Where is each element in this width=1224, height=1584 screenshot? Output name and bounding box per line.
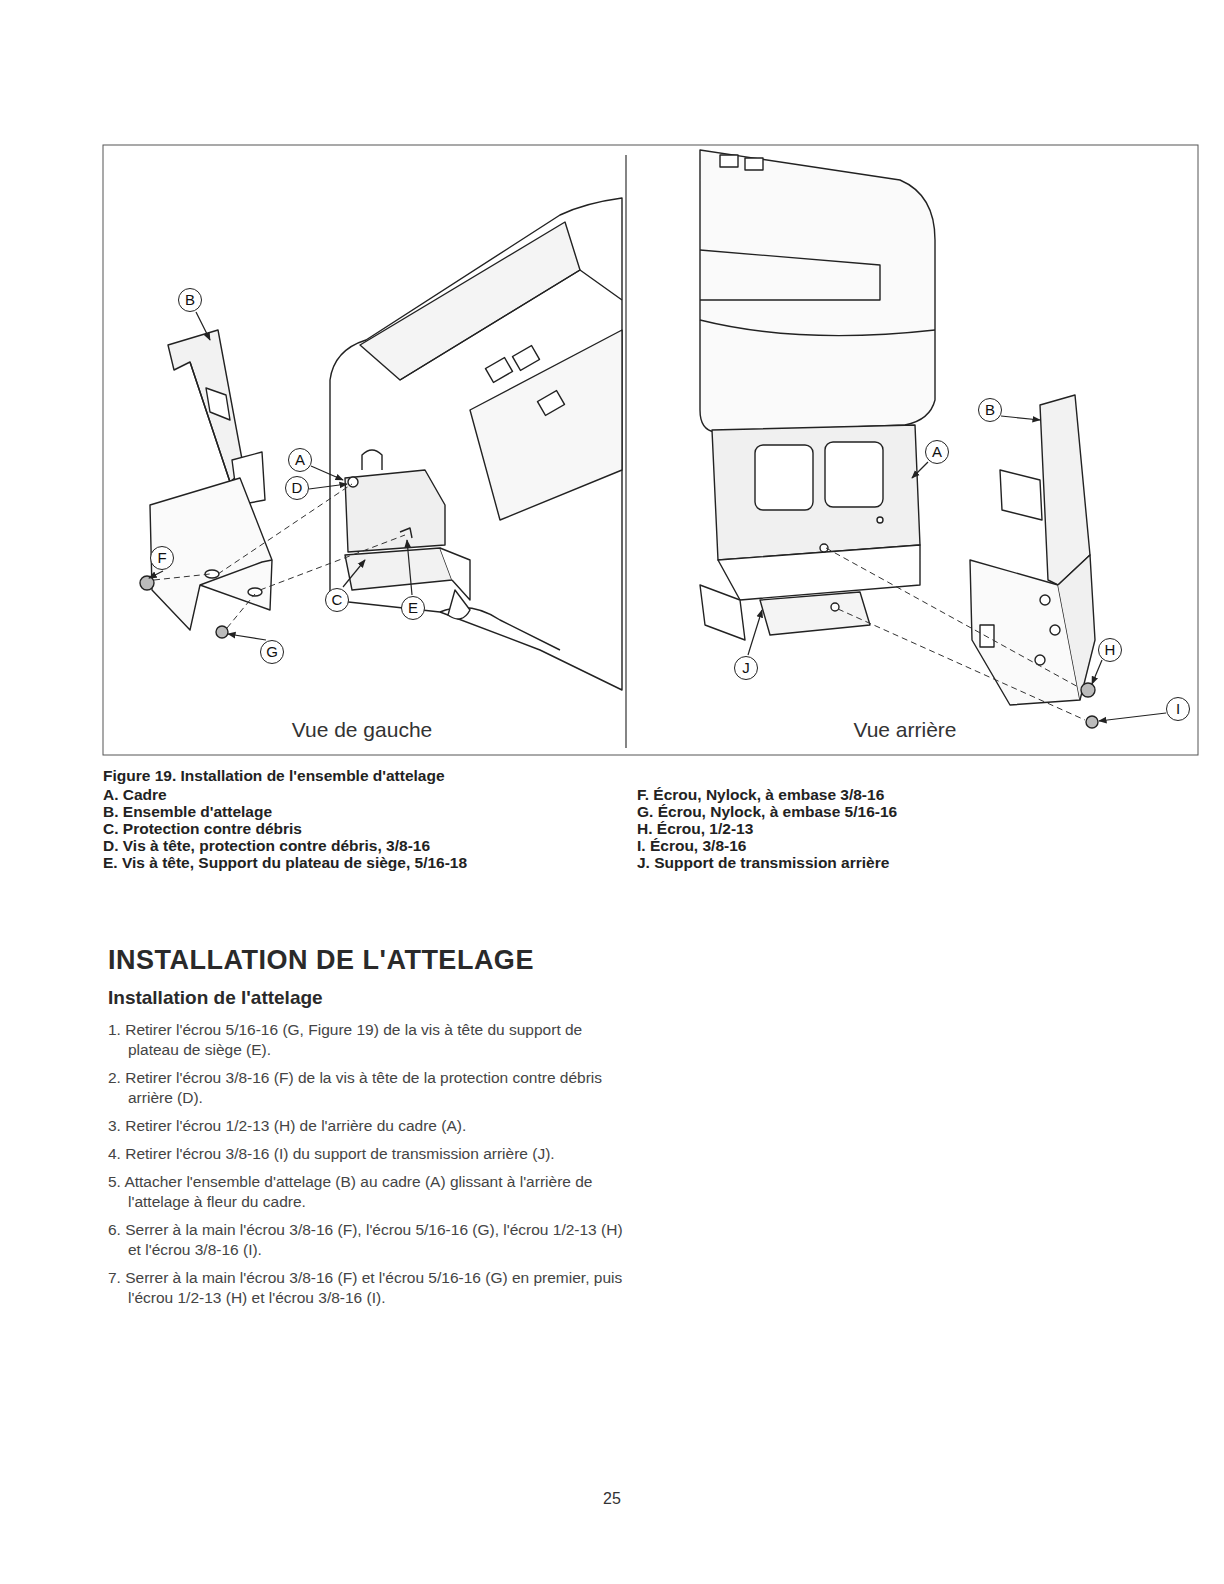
instruction-step: 1. Retirer l'écrou 5/16-16 (G, Figure 19… xyxy=(108,1020,628,1060)
figure-caption: Figure 19. Installation de l'ensemble d'… xyxy=(103,767,445,784)
instruction-step: 6. Serrer à la main l'écrou 3/8-16 (F), … xyxy=(108,1220,628,1260)
legend-item: F. Écrou, Nylock, à embase 3/8-16 xyxy=(637,786,884,803)
section-heading: INSTALLATION DE L'ATTELAGE xyxy=(108,945,534,976)
page-number: 25 xyxy=(603,1490,621,1508)
callout-letter: A xyxy=(288,448,312,472)
instruction-step: 3. Retirer l'écrou 1/2-13 (H) de l'arriè… xyxy=(108,1116,628,1136)
instruction-step: 7. Serrer à la main l'écrou 3/8-16 (F) e… xyxy=(108,1268,628,1308)
legend-item: H. Écrou, 1/2-13 xyxy=(637,820,753,837)
legend-item: J. Support de transmission arrière xyxy=(637,854,889,871)
legend-item: D. Vis à tête, protection contre débris,… xyxy=(103,837,430,854)
legend-item: A. Cadre xyxy=(103,786,167,803)
callout-letter: C xyxy=(325,588,349,612)
callout-letter: B xyxy=(178,288,202,312)
view-title: Vue de gauche xyxy=(292,718,433,742)
legend-item: I. Écrou, 3/8-16 xyxy=(637,837,746,854)
sub-heading: Installation de l'attelage xyxy=(108,987,323,1009)
callout-letter: I xyxy=(1166,697,1190,721)
callout-letter: H xyxy=(1098,638,1122,662)
callout-letter: B xyxy=(978,398,1002,422)
callout-letter: J xyxy=(734,656,758,680)
legend-item: E. Vis à tête, Support du plateau de siè… xyxy=(103,854,467,871)
instruction-step: 2. Retirer l'écrou 3/8-16 (F) de la vis … xyxy=(108,1068,628,1108)
legend-item: B. Ensemble d'attelage xyxy=(103,803,272,820)
callout-letter: A xyxy=(925,440,949,464)
callout-letter: F xyxy=(150,546,174,570)
callout-letter: E xyxy=(401,596,425,620)
instruction-step: 5. Attacher l'ensemble d'attelage (B) au… xyxy=(108,1172,628,1212)
callout-letter: D xyxy=(285,476,309,500)
instruction-step: 4. Retirer l'écrou 3/8-16 (I) du support… xyxy=(108,1144,628,1164)
legend-item: C. Protection contre débris xyxy=(103,820,302,837)
callout-letter: G xyxy=(260,640,284,664)
legend-item: G. Écrou, Nylock, à embase 5/16-16 xyxy=(637,803,897,820)
view-title: Vue arrière xyxy=(853,718,956,742)
